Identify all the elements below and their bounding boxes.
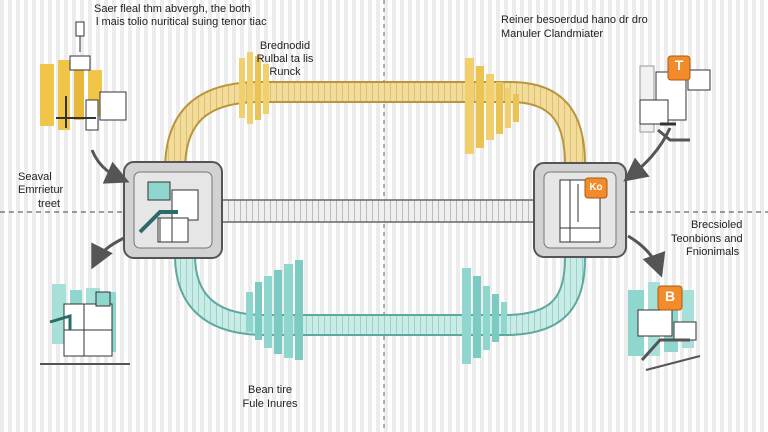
top-right-caption-line2: Manuler Clandmiater xyxy=(501,28,604,40)
bottom-left-machine xyxy=(40,284,130,365)
top-left-caption-line1: Saer fleal thm abvergh, the both xyxy=(94,3,251,15)
top-right-caption-line1: Reiner besoerdud hano dr dro xyxy=(501,14,648,26)
left-caption-line2: Emrrietur xyxy=(18,184,64,196)
middle-conveyor xyxy=(204,199,546,223)
bottom-right-arrow xyxy=(627,234,666,278)
right-hub-badge-letter: Ko xyxy=(589,182,603,193)
bottom-left-teal-plates xyxy=(246,260,303,360)
top-right-yellow-plates xyxy=(465,58,519,154)
right-caption-line2: Teonbions and xyxy=(671,233,743,245)
bottom-right-teal-plates xyxy=(462,268,507,364)
bottom-right-machine xyxy=(628,282,701,371)
bottom-caption-line1: Bean tire xyxy=(247,384,293,396)
left-caption-line3: treet xyxy=(38,198,61,210)
top-left-machine xyxy=(40,21,127,131)
top-center-caption-line2: Rulbal ta lis xyxy=(256,53,314,65)
right-caption-line3: Fnionimals xyxy=(686,246,740,258)
right-hub xyxy=(533,162,627,258)
top-left-arrow xyxy=(90,149,130,184)
top-center-caption-line3: Runck xyxy=(269,66,301,78)
top-center-caption-line1: Brednodid xyxy=(259,40,311,52)
left-hub xyxy=(123,161,223,259)
right-caption-line1: Brecsioled xyxy=(691,219,743,231)
bottom-left-arrow xyxy=(91,236,125,270)
left-caption-line1: Seaval xyxy=(18,171,52,183)
top-right-arrow xyxy=(623,127,672,182)
right-top-badge-letter: T xyxy=(674,57,684,73)
right-bottom-badge-letter: B xyxy=(664,288,676,304)
top-left-caption-line2: l mais tolio nuritical suing tenor tiac xyxy=(96,16,267,28)
top-right-machine xyxy=(639,55,711,142)
right-hub-badge xyxy=(584,177,608,199)
top-left-yellow-plates xyxy=(239,52,269,124)
bottom-caption-line2: Fule Inures xyxy=(242,398,298,410)
